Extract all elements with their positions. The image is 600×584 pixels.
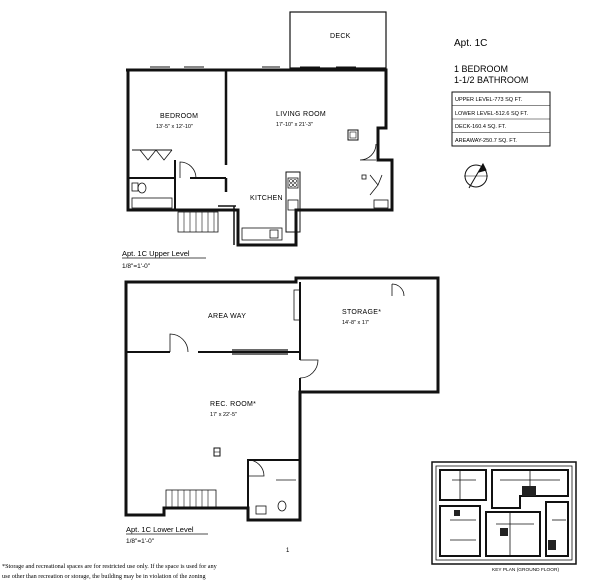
key-plan: KEY PLAN (GROUND FLOOR) [431,461,577,573]
closet-door [139,149,173,161]
rec-room-dim: 17' x 22'-5" [210,412,237,418]
areaway-label: AREA WAY [208,313,246,320]
footnote-line-2: use other than recreation or storage, th… [2,573,206,580]
bedroom-label: BEDROOM [160,113,198,120]
kitchen-label: KITCHEN [250,195,283,202]
storage-door [299,359,319,379]
lower-bath [247,459,301,521]
bathtub [131,197,173,209]
bath-door [247,459,265,477]
area-upper: UPPER LEVEL-773 SQ FT. [455,97,523,103]
sink [131,182,139,192]
bedroom-count: 1 BEDROOM [454,64,508,74]
stove [287,177,299,189]
bathroom-count: 1-1/2 BATHROOM [454,75,528,85]
upper-stair [177,211,219,233]
lower-level-caption: Apt. 1C Lower Level [126,525,194,534]
area-deck: DECK-160.4 SQ. FT. [455,124,507,130]
upper-level-caption: Apt. 1C Upper Level [122,249,190,258]
deck-label: DECK [330,33,351,40]
toilet [137,182,147,194]
lower-level-plan [124,276,440,522]
key-plan-label: KEY PLAN (GROUND FLOOR) [492,567,559,573]
lower-stair [165,489,217,509]
areaway-rail [232,349,288,355]
areaway-door [169,333,189,353]
area-table: UPPER LEVEL-773 SQ FT. LOWER LEVEL-512.6… [451,91,551,147]
living-room-dim: 17'-10" x 21'-3" [276,122,313,128]
page-mark: 1 [286,548,290,554]
living-room-label: LIVING ROOM [276,111,326,118]
upper-exterior-wall [126,68,394,247]
rec-room-label: REC. ROOM* [210,401,256,408]
footnote-line-1: *Storage and recreational spaces are for… [2,563,218,570]
area-areaway: AREAWAY-250.7 SQ. FT. [455,138,517,144]
storage-dim: 14'-8" x 17' [342,320,369,326]
fireplace [347,129,359,141]
upper-level-scale: 1/8"=1'-0" [122,263,151,270]
bedroom-door [179,161,197,179]
lower-level-scale: 1/8"=1'-0" [126,538,155,545]
north-arrow-icon [464,162,488,189]
kitchen-counter [285,171,301,233]
lower-exterior-wall [124,276,440,522]
lower-toilet [277,500,287,512]
apartment-title: Apt. 1C [454,38,487,49]
bedroom-dim: 13'-5" x 12'-10" [156,124,193,130]
living-door [359,143,377,161]
kitchen-sink [287,199,299,211]
upper-level-plan [126,11,394,247]
entry-door [369,174,383,196]
deck [289,11,387,69]
area-lower: LOWER LEVEL-512.6 SQ FT. [455,111,529,117]
storage-label: STORAGE* [342,309,381,316]
